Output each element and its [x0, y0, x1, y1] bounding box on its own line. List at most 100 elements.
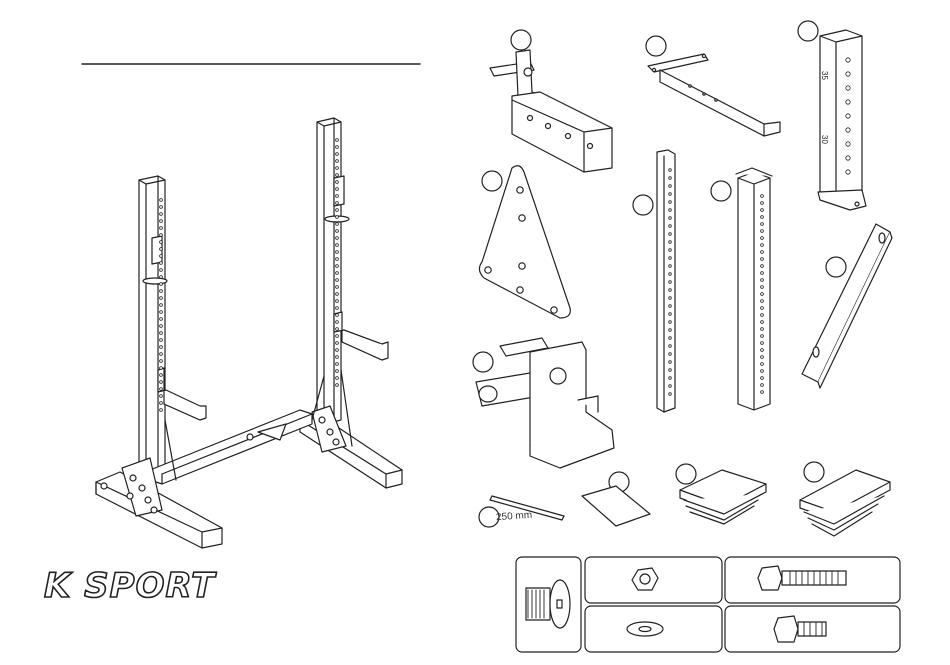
tube-hole [761, 384, 764, 387]
long-hex-bolt-icon [758, 566, 846, 590]
tube-hole [669, 281, 672, 284]
tube-hole [336, 349, 339, 352]
tube-hole [336, 377, 339, 380]
tube-hole [336, 160, 339, 163]
tube-hole [336, 167, 339, 170]
tube-hole [160, 220, 163, 223]
tube-hole [336, 321, 339, 324]
brand-logo: K SPORT [44, 566, 215, 606]
tube-hole [336, 363, 339, 366]
tube-hole [761, 342, 764, 345]
tube-hole [336, 370, 339, 373]
tube-hole [669, 345, 672, 348]
tube-marking-35: 35 [820, 71, 829, 80]
tube-hole [669, 297, 672, 300]
tube-hole [336, 146, 339, 149]
tube-hole [160, 409, 163, 412]
part-upright-base-tube: 35 30 [818, 30, 866, 210]
tube-marking-30: 30 [820, 135, 829, 144]
tube-hole [669, 305, 672, 308]
tube-hole [669, 177, 672, 180]
tube-hole [336, 230, 339, 233]
tube-hole [761, 244, 764, 247]
tube-hole [761, 230, 764, 233]
tube-hole [669, 329, 672, 332]
tube-hole [336, 209, 339, 212]
tube-hole [160, 283, 163, 286]
tube-hole [846, 114, 850, 118]
tube-hole [336, 174, 339, 177]
part-upright-tube-b [736, 168, 772, 410]
tube-hole [846, 86, 850, 90]
tube-hole [160, 297, 163, 300]
tube-hole [761, 356, 764, 359]
tube-hole [669, 289, 672, 292]
tube-hole [669, 241, 672, 244]
tube-hole [336, 237, 339, 240]
tube-hole [160, 234, 163, 237]
tube-hole [160, 325, 163, 328]
tube-hole [761, 391, 764, 394]
tube-hole [669, 361, 672, 364]
tube-hole [761, 321, 764, 324]
flat-washer-icon [627, 622, 663, 636]
tube-hole [669, 369, 672, 372]
tube-hole [669, 169, 672, 172]
tube-hole [336, 202, 339, 205]
tube-hole [336, 286, 339, 289]
tube-hole [669, 377, 672, 380]
part-upright-tube-a [657, 150, 675, 412]
tube-hole [160, 388, 163, 391]
tube-hole [669, 385, 672, 388]
tube-hole [761, 251, 764, 254]
tube-hole [160, 262, 163, 265]
assembled-rack [96, 118, 402, 548]
tube-hole [761, 377, 764, 380]
tube-hole [336, 307, 339, 310]
part-diagonal-brace [802, 224, 892, 388]
tube-hole [669, 233, 672, 236]
tube-hole [160, 241, 163, 244]
tube-hole [336, 153, 339, 156]
tube-hole [160, 332, 163, 335]
tube-hole [669, 185, 672, 188]
tube-hole [846, 72, 850, 76]
tube-hole [160, 304, 163, 307]
part-safety-catch [476, 338, 614, 468]
tube-hole [669, 257, 672, 260]
short-hex-bolt-icon [774, 616, 826, 642]
tube-hole [336, 328, 339, 331]
tube-hole [336, 356, 339, 359]
tube-hole [336, 181, 339, 184]
lock-nut-icon [632, 568, 658, 590]
tube-hole [336, 139, 339, 142]
tube-hole [336, 216, 339, 219]
tube-hole [761, 195, 764, 198]
tube-hole [761, 314, 764, 317]
tube-hole [761, 370, 764, 373]
tube-hole [669, 353, 672, 356]
tube-hole [160, 227, 163, 230]
tube-hole [160, 318, 163, 321]
tube-hole [336, 300, 339, 303]
tube-hole [669, 249, 672, 252]
tube-hole [669, 217, 672, 220]
tube-hole [669, 201, 672, 204]
part-flat-pad [582, 486, 650, 526]
tube-hole [160, 402, 163, 405]
tube-hole [761, 349, 764, 352]
tube-hole [160, 255, 163, 258]
tube-hole [336, 342, 339, 345]
tube-hole [336, 244, 339, 247]
tube-hole [336, 223, 339, 226]
tube-hole [160, 248, 163, 251]
tube-hole [160, 374, 163, 377]
tube-hole [761, 363, 764, 366]
tube-hole [336, 272, 339, 275]
tube-hole [761, 216, 764, 219]
tube-hole [336, 265, 339, 268]
tube-hole [336, 258, 339, 261]
tube-hole [336, 279, 339, 282]
tube-hole [336, 314, 339, 317]
tube-hole [336, 188, 339, 191]
